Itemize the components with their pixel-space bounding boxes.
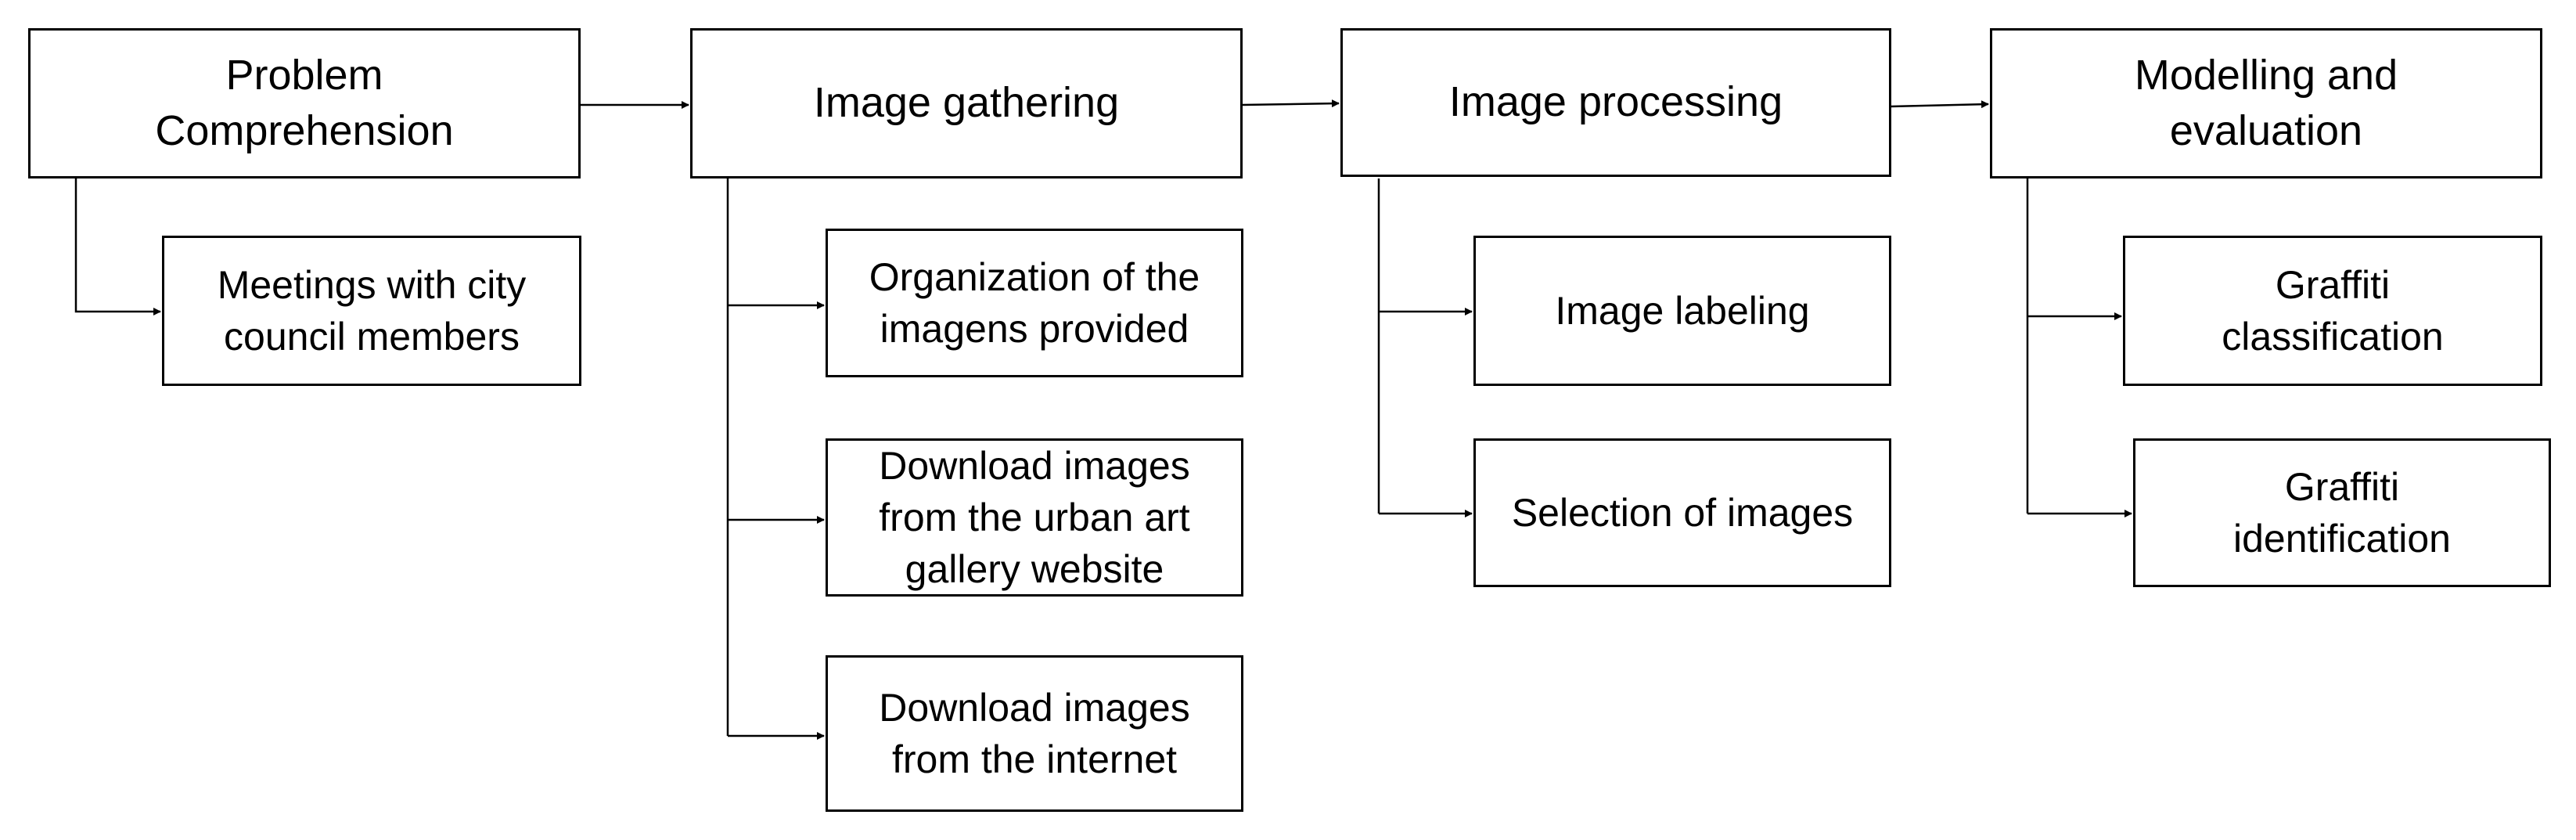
stage-image-gathering: Image gathering xyxy=(690,28,1243,178)
stage-label: Problem Comprehension xyxy=(155,51,454,154)
task-selection-of-images: Selection of images xyxy=(1473,438,1891,587)
task-image-labeling: Image labeling xyxy=(1473,236,1891,386)
task-label: Meetings with city council members xyxy=(217,263,527,359)
task-label: Image labeling xyxy=(1555,289,1810,333)
stage-modelling-and-evaluation: Modelling and evaluation xyxy=(1990,28,2542,178)
stage-image-processing: Image processing xyxy=(1340,28,1891,177)
task-meetings-council: Meetings with city council members xyxy=(162,236,581,386)
stage-label: Image processing xyxy=(1448,78,1783,126)
task-label: Download images from the internet xyxy=(879,686,1190,781)
task-graffiti-identification: Graffiti identification xyxy=(2133,438,2551,587)
branch-problem xyxy=(74,178,161,315)
stage-label: Image gathering xyxy=(813,79,1120,127)
task-label: Organization of the imagens provided xyxy=(869,255,1200,351)
stage-label: Modelling and evaluation xyxy=(2134,51,2398,154)
task-label: Graffiti identification xyxy=(2233,465,2451,561)
arrow-processing-to-modelling xyxy=(1890,100,1989,109)
task-download-internet: Download images from the internet xyxy=(826,655,1243,812)
task-organize-provided-images: Organization of the imagens provided xyxy=(826,229,1243,377)
task-label: Selection of images xyxy=(1511,491,1854,535)
arrow-gathering-to-processing xyxy=(1241,99,1340,108)
stage-problem-comprehension: Problem Comprehension xyxy=(28,28,581,178)
task-download-urban-art-gallery: Download images from the urban art galle… xyxy=(826,438,1243,597)
task-graffiti-classification: Graffiti classification xyxy=(2123,236,2542,386)
task-label: Graffiti classification xyxy=(2222,263,2444,359)
task-label: Download images from the urban art galle… xyxy=(879,444,1190,591)
